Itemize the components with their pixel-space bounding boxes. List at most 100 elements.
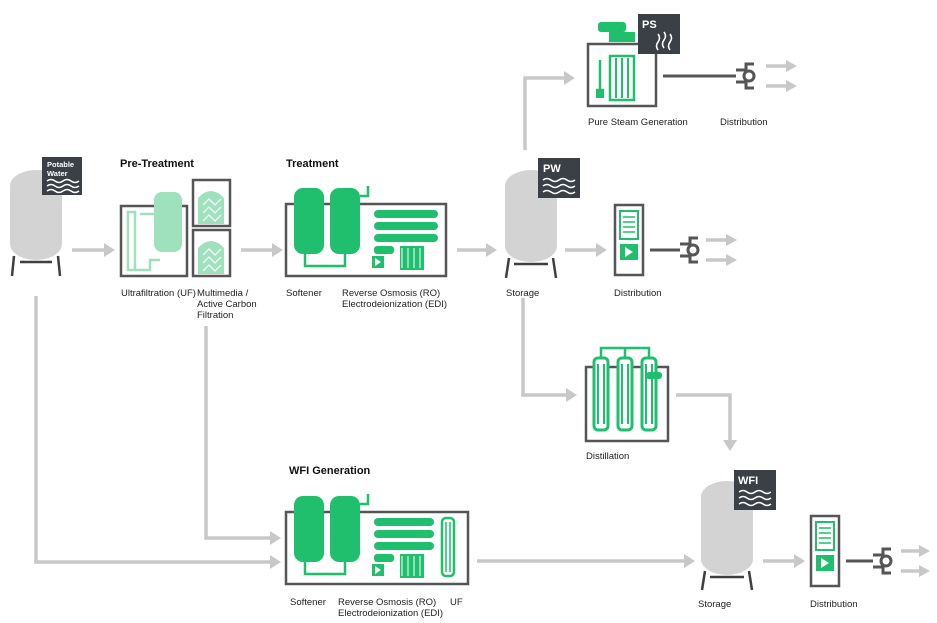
arrowhead <box>270 531 281 545</box>
mm-media-pattern <box>202 248 222 272</box>
distribution-ps-label: Distribution <box>720 117 768 128</box>
manifold-icon <box>736 62 754 90</box>
water-waves-icon <box>738 489 772 507</box>
arrowhead <box>272 243 283 257</box>
flow-potable-to-wfi-generation <box>34 296 270 564</box>
condenser <box>646 372 662 379</box>
uf-membrane <box>126 210 137 272</box>
distillation-label: Distillation <box>586 451 629 462</box>
uf-vessel <box>154 192 182 252</box>
ps-tubes <box>615 58 629 98</box>
mm-media-pattern <box>202 198 222 222</box>
ro-membrane-2 <box>374 530 434 538</box>
uf-label: Ultrafiltration (UF) <box>121 288 196 299</box>
multimedia-filter-unit <box>191 178 232 278</box>
valve-icon <box>879 554 893 568</box>
wfi-ro-label-2: Electrodeionization (EDI) <box>338 608 443 619</box>
ro-membrane-2 <box>374 222 438 230</box>
column-3 <box>640 356 658 432</box>
ro-membrane-1 <box>374 210 438 218</box>
ro-membrane-3 <box>374 234 438 242</box>
pw-badge-text: PW <box>543 163 561 175</box>
storage-pw-label: Storage <box>506 288 539 299</box>
water-waves-icon <box>46 178 80 194</box>
arrowhead <box>566 388 577 402</box>
dist-lines <box>623 216 635 233</box>
flow-storage-to-pure-steam <box>523 76 564 150</box>
manifold-icon <box>680 236 698 264</box>
ro-membrane-1 <box>374 518 434 526</box>
uf-module <box>440 516 456 578</box>
softener-pipes <box>303 186 370 268</box>
pure-steam-label: Pure Steam Generation <box>588 117 688 128</box>
mm-vessel-top <box>198 191 224 224</box>
pump-arrow <box>375 566 381 574</box>
arrowhead <box>684 554 695 568</box>
treatment-header: Treatment <box>286 158 339 170</box>
outlet-arrow <box>919 565 930 577</box>
outlet-arrow <box>726 234 737 246</box>
potable-water-tank: Potable Water <box>10 157 82 277</box>
pw-distribution-unit <box>613 203 737 277</box>
wfi-generation-skid <box>284 494 470 586</box>
ro-membrane-4 <box>374 246 394 254</box>
outlet-arrow <box>726 254 737 266</box>
pw-storage-tank: PW <box>504 158 580 279</box>
pump-arrow <box>375 258 381 266</box>
flow-pretreatment-to-wfi-generation <box>204 326 270 540</box>
pretreatment-header: Pre-Treatment <box>120 158 194 170</box>
arrowhead <box>794 554 805 568</box>
dist-panel <box>619 210 639 240</box>
dist-lines <box>819 527 831 544</box>
dist-panel <box>815 521 835 551</box>
uf-membranes <box>445 522 451 572</box>
mm-vessel-bottom <box>198 241 224 274</box>
arrowhead <box>596 243 607 257</box>
multimedia-label-3: Filtration <box>197 310 233 321</box>
wfi-generation-header: WFI Generation <box>289 465 371 477</box>
wfi-uf-label: UF <box>450 597 463 608</box>
ps-badge <box>638 14 680 54</box>
softener-pipes <box>303 494 370 576</box>
outlet-arrow <box>786 60 797 72</box>
tank-legs <box>700 570 754 591</box>
pure-steam-generator: PS <box>586 14 797 108</box>
column-2 <box>616 356 634 432</box>
arrowhead <box>564 71 575 85</box>
uf-pipes <box>135 212 160 272</box>
ps-column-top <box>609 32 635 42</box>
valve-icon <box>742 69 756 83</box>
wfi-ro-label-1: Reverse Osmosis (RO) <box>338 597 436 608</box>
ro-membrane-3 <box>374 542 434 550</box>
multimedia-label-1: Multimedia / <box>197 288 249 299</box>
edi-stack <box>401 248 421 268</box>
arrowhead <box>270 555 281 569</box>
distribution-pw-label: Distribution <box>614 288 662 299</box>
edi-stack <box>401 556 421 576</box>
valve-icon <box>686 243 700 257</box>
distillation-unit <box>584 346 670 443</box>
ps-badge-text: PS <box>642 19 657 31</box>
steam-icon <box>655 31 673 51</box>
softener-label: Softener <box>286 288 322 299</box>
ro-membrane-4 <box>374 554 394 562</box>
flow-distillation-to-wfi-storage <box>676 393 732 440</box>
potable-badge-line1: Potable <box>47 160 74 169</box>
softener-vessel-2 <box>330 188 360 254</box>
softener-vessel-1 <box>294 188 324 254</box>
ps-head <box>598 22 626 32</box>
wfi-badge-text: WFI <box>738 475 758 487</box>
ro-label-2: Electrodeionization (EDI) <box>342 299 447 310</box>
distribution-wfi-label: Distribution <box>810 599 858 610</box>
distillation-pipes <box>599 346 651 358</box>
potable-water-badge <box>42 157 82 195</box>
ps-drain <box>596 90 604 98</box>
flow-lines <box>34 71 805 569</box>
water-waves-icon <box>542 177 576 195</box>
tank-legs <box>10 255 62 277</box>
flow-storage-to-distillation <box>521 298 566 397</box>
storage-wfi-label: Storage <box>698 599 731 610</box>
softener-vessel-1 <box>294 496 324 562</box>
ro-label-1: Reverse Osmosis (RO) <box>342 288 440 299</box>
